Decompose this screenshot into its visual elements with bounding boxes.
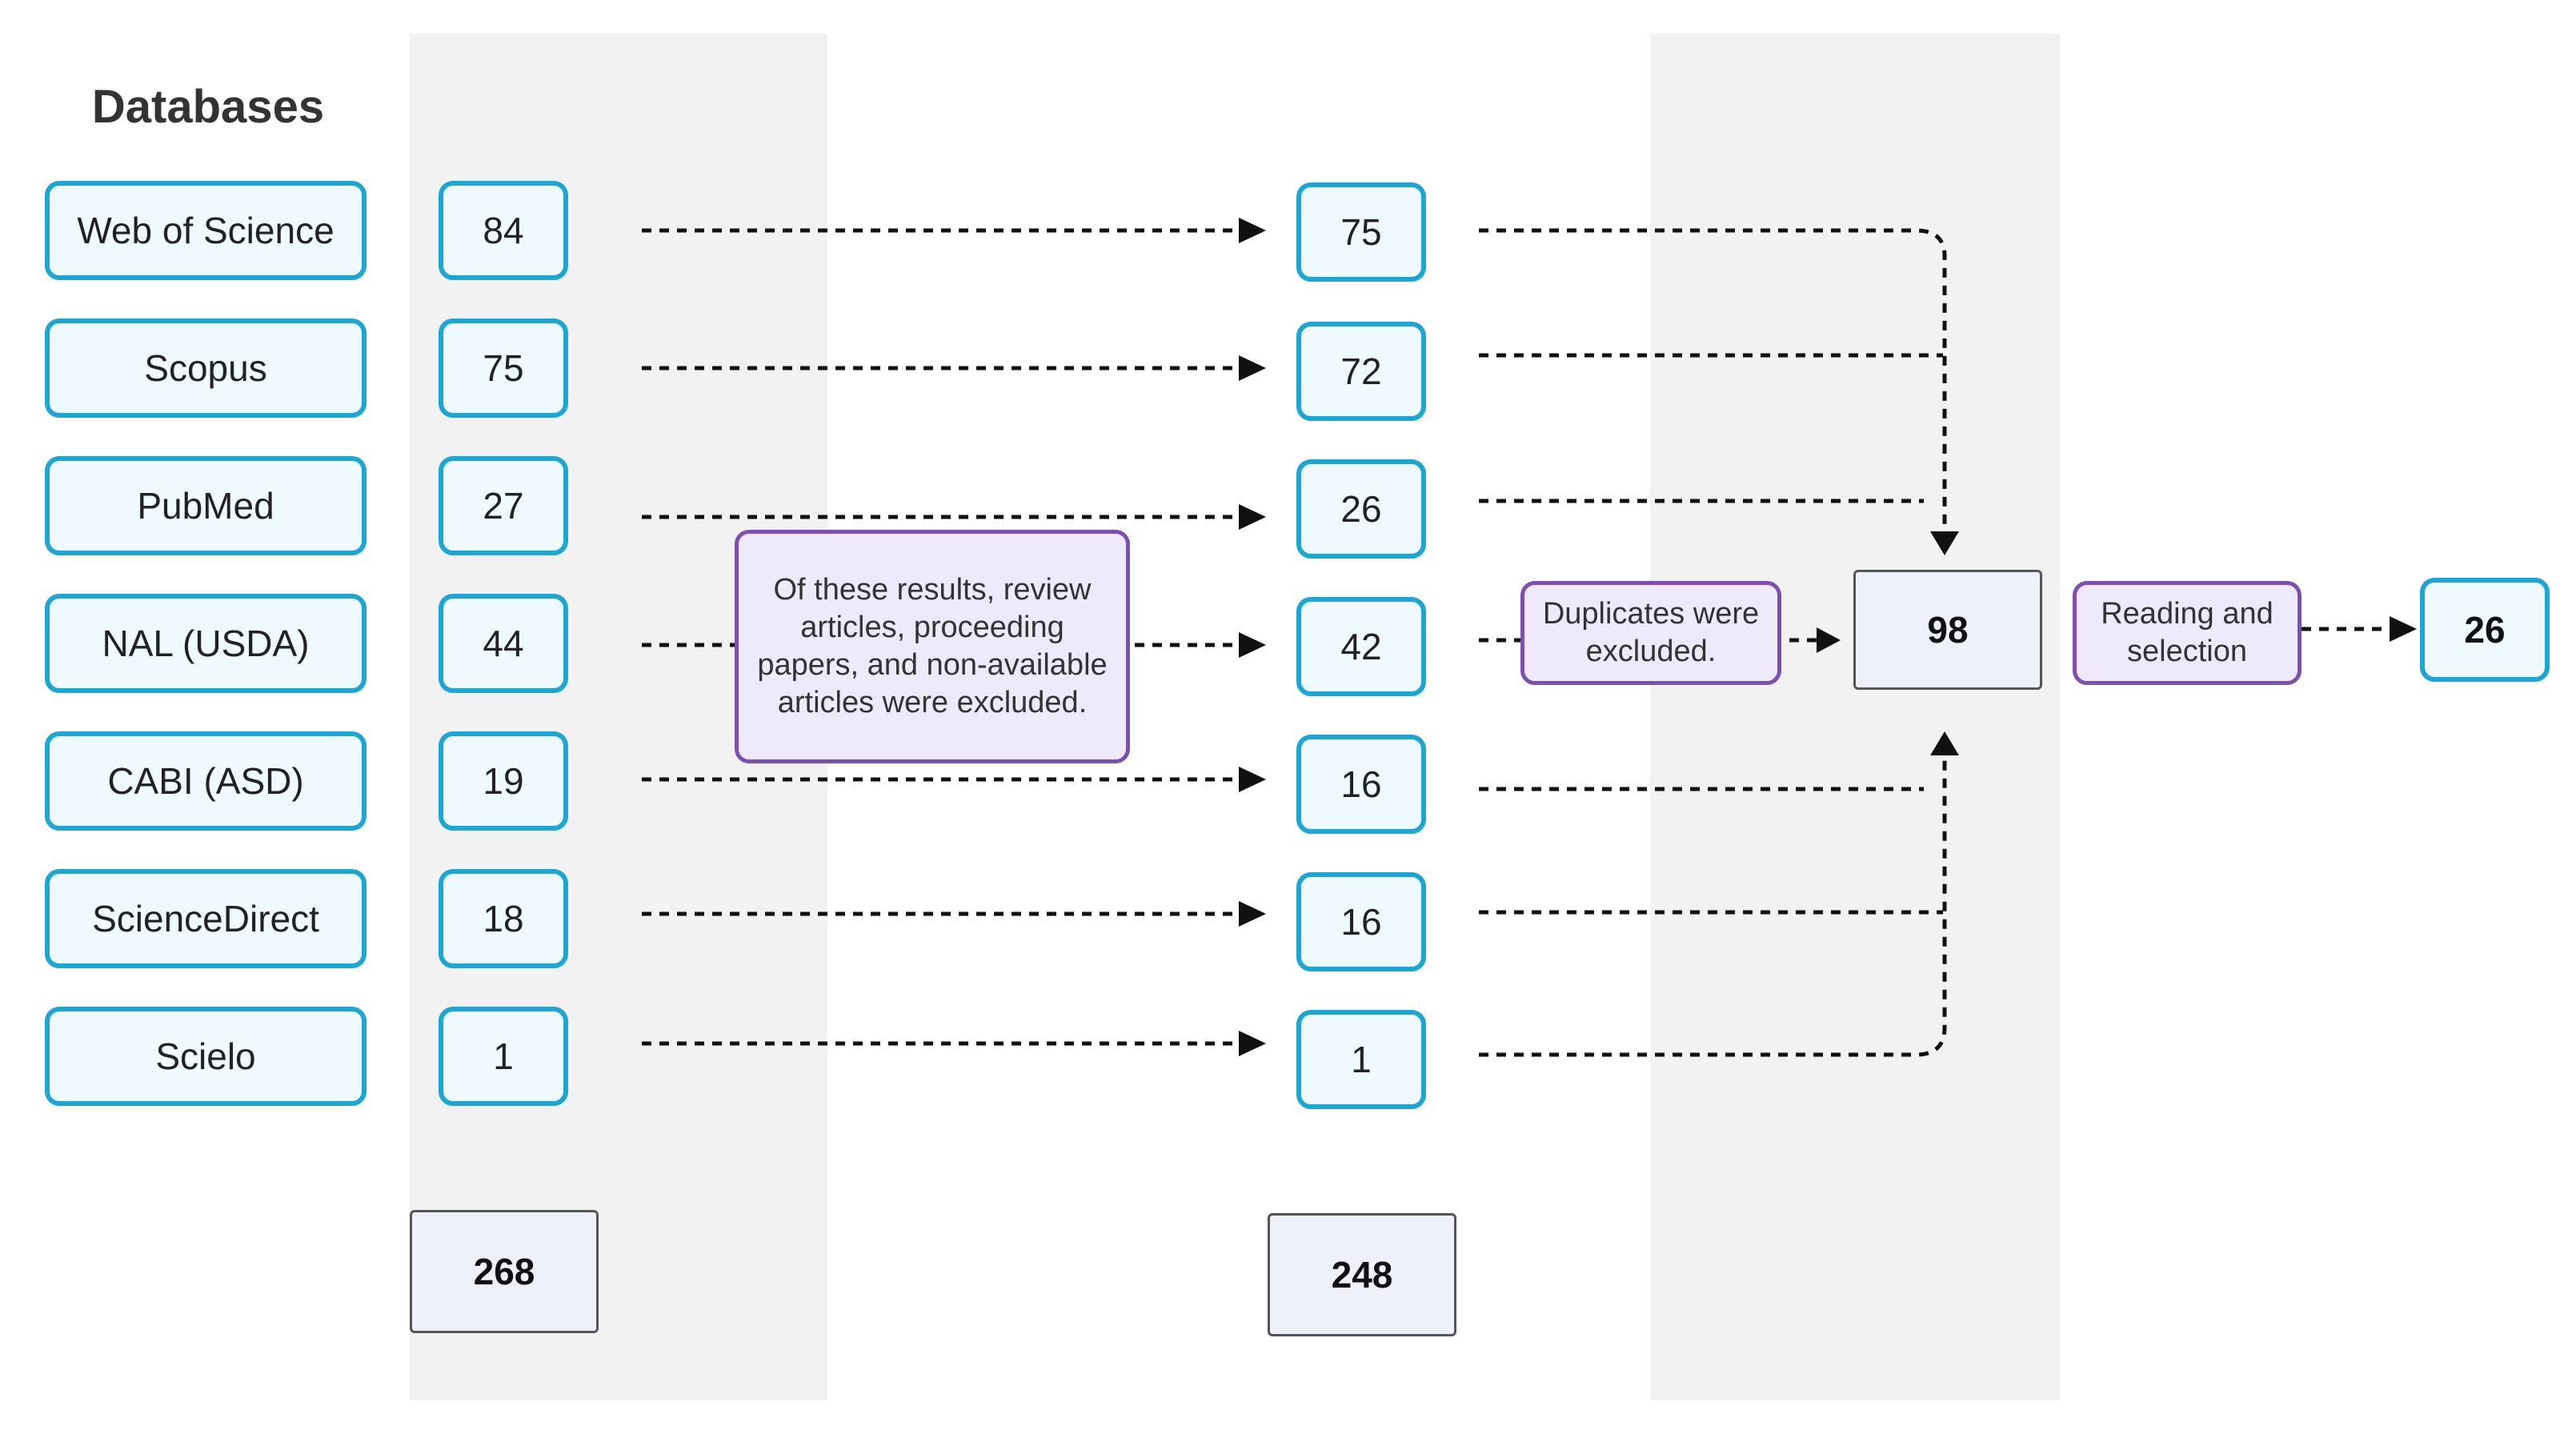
filtered-count-sciencedirect: 16 <box>1296 872 1426 971</box>
database-nal-usda: NAL (USDA) <box>45 594 367 693</box>
initial-count-pubmed: 27 <box>439 456 568 555</box>
filtered-count-scopus: 72 <box>1296 322 1426 421</box>
database-pubmed: PubMed <box>45 456 367 555</box>
database-label: ScienceDirect <box>92 898 319 939</box>
database-label: NAL (USDA) <box>102 623 310 664</box>
initial-count-cabi-asd: 19 <box>439 731 568 831</box>
database-cabi-asd: CABI (ASD) <box>45 731 367 831</box>
database-scopus: Scopus <box>45 318 367 418</box>
total-initial: 268 <box>410 1210 599 1333</box>
database-label: CABI (ASD) <box>107 760 304 802</box>
after-duplicates-count: 98 <box>1853 570 2042 690</box>
filtered-count-nal-usda: 42 <box>1296 597 1426 696</box>
initial-count-nal-usda: 44 <box>439 594 568 693</box>
database-web-of-science: Web of Science <box>45 181 367 280</box>
database-scielo: Scielo <box>45 1007 367 1106</box>
final-count: 26 <box>2420 578 2550 682</box>
exclusion-note: Of these results, review articles, proce… <box>735 530 1130 763</box>
initial-count-scopus: 75 <box>439 318 568 418</box>
initial-count-scielo: 1 <box>439 1007 568 1106</box>
initial-count-web-of-science: 84 <box>439 181 568 280</box>
reading-selection-note: Reading and selection <box>2073 581 2302 685</box>
filtered-count-web-of-science: 75 <box>1296 182 1426 282</box>
database-sciencedirect: ScienceDirect <box>45 869 367 968</box>
database-label: Scielo <box>155 1035 256 1077</box>
database-label: Web of Science <box>77 210 335 251</box>
database-label: Scopus <box>144 347 267 389</box>
total-filtered: 248 <box>1268 1213 1456 1336</box>
merge-web-of-science <box>1479 228 1947 541</box>
filtered-count-scielo: 1 <box>1296 1010 1426 1109</box>
database-label: PubMed <box>137 485 274 527</box>
filtered-count-pubmed: 26 <box>1296 459 1426 559</box>
merge-scielo <box>1479 746 1947 1057</box>
filtered-count-cabi-asd: 16 <box>1296 735 1426 834</box>
band-dedup <box>1650 34 2060 1400</box>
initial-count-sciencedirect: 18 <box>439 869 568 968</box>
duplicates-note: Duplicates were excluded. <box>1520 581 1781 685</box>
databases-title: Databases <box>91 81 325 133</box>
